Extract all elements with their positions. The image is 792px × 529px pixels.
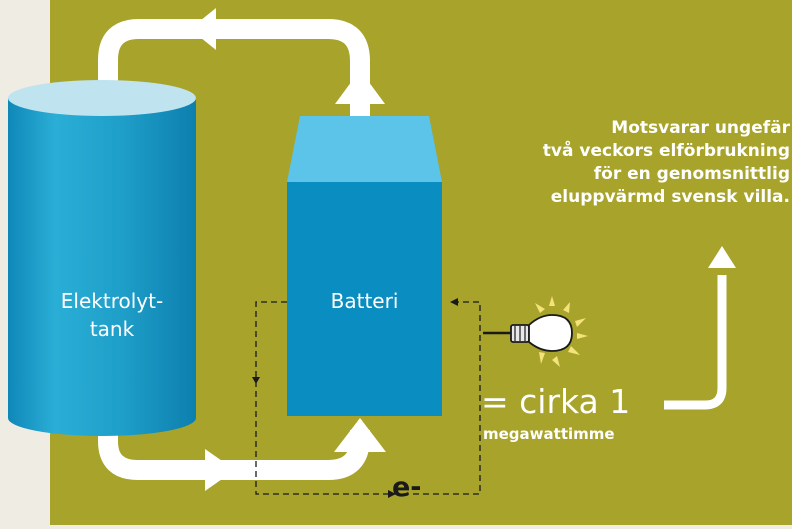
flow-arrow-top-left [190, 8, 216, 50]
flow-pipe-top [98, 19, 370, 155]
result-arrow-head [708, 246, 736, 268]
electron-circuit-path [255, 301, 481, 495]
flow-arrow-bottom-up [334, 418, 386, 452]
battery-body [287, 182, 442, 416]
battery-top [287, 116, 442, 182]
electron-arrow-down [252, 377, 260, 384]
energy-equivalence-note: Motsvarar ungefär två veckors elförbrukn… [470, 117, 790, 209]
flow-arrow-top-up [335, 70, 385, 104]
energy-value: = cirka 1 [481, 382, 631, 421]
flow-arrow-bottom-right [205, 449, 235, 491]
note-line-3: för en genomsnittlig [593, 164, 790, 184]
note-line-1: Motsvarar ungefär [611, 118, 790, 138]
electron-arrow-left [450, 298, 458, 306]
electrolyte-tank-top [8, 80, 196, 116]
electron-arrow-right [388, 490, 396, 498]
note-line-4: eluppvärmd svensk villa. [550, 187, 790, 207]
note-line-2: två veckors elförbrukning [542, 141, 790, 161]
light-bulb-icon [483, 296, 588, 367]
result-arrow [664, 275, 727, 410]
battery-label: Batteri [330, 289, 399, 313]
electrolyte-tank [8, 98, 196, 436]
electrolyte-tank-label: Elektrolyt- tank [28, 287, 196, 343]
electron-label: e- [392, 472, 422, 503]
tank-label-line-1: Elektrolyt- [60, 289, 164, 313]
tank-label-line-2: tank [89, 317, 135, 341]
energy-unit: megawattimme [483, 425, 615, 443]
